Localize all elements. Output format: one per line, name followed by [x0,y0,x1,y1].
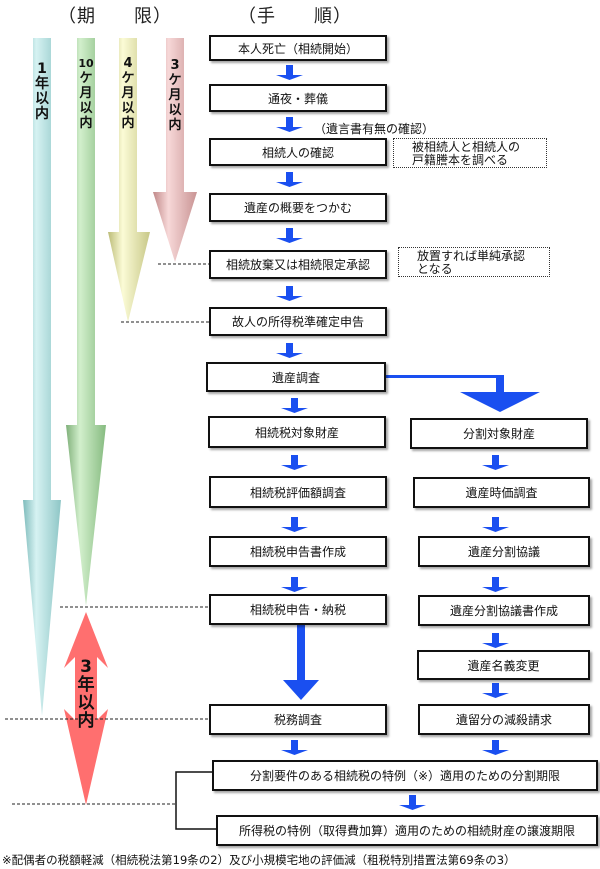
flow-arrow [276,65,303,80]
flow-arrow [281,517,308,532]
flow-arrow [482,455,509,470]
label-char: 月 [79,86,93,101]
label-char: 内 [168,118,182,133]
step-tax-audit: 税務調査 [209,704,387,735]
bottom-bracket [175,771,216,830]
flow-arrow [281,455,308,470]
step-taxable-property: 相続税対象財産 [208,416,386,448]
deadline-label-1year: 1 年 以 内 [32,62,52,122]
deadline-label-10months: 10 ケ 月 以 内 [76,56,96,131]
period-header: （期 限） [58,6,172,27]
label-char: 3 [80,657,92,677]
deadline-label-3years: 3 年 以 内 [76,658,96,730]
step-wake-funeral: 通夜・葬儀 [209,84,387,112]
flow-arrow [276,117,303,132]
label-char: 以 [121,101,135,116]
footnote: ※配偶者の税額軽減（相続税法第19条の2）及び小規模宅地の評価減（租税特別措置法… [2,853,516,867]
label-char: ケ [168,73,182,88]
step-estate-survey: 遺産調査 [206,362,386,392]
flow-arrow [276,286,303,301]
label-char: 年 [77,675,95,695]
flow-arrow [482,633,509,648]
step-filing-payment: 相続税申告・納税 [209,594,387,625]
note-line: 放置すれば単純承認 [417,249,526,263]
label-char: 3 [170,58,180,73]
label-char: 内 [79,116,93,131]
deadline-arrow-4months [108,38,150,322]
flow-arrow [482,577,509,592]
step-division-negotiation: 遺産分割協議 [418,536,590,567]
deadline-label-3months: 3 ケ 月 以 内 [165,58,185,133]
label-char: 内 [121,116,135,131]
step-death: 本人死亡（相続開始） [209,35,387,61]
note-line: 被相続人と相続人の [412,140,521,154]
flow-arrow [482,683,509,698]
flow-arrow [276,228,303,243]
step-estate-overview: 遺産の概要をつかむ [209,193,387,222]
flow-arrow [482,517,509,532]
note-line: となる [417,262,453,276]
label-char: ケ [79,71,93,86]
flow-arrow [482,740,509,755]
label-char: 4 [123,56,133,71]
label-char: 内 [77,711,95,731]
step-income-tax-return: 故人の所得税準確定申告 [209,307,387,336]
deadline-arrow-3months [153,38,197,262]
flow-arrow [281,398,308,413]
label-char: 以 [77,693,95,713]
step-market-value-survey: 遺産時価調査 [413,477,590,508]
step-return-preparation: 相続税申告書作成 [209,536,387,567]
flow-arrow [281,577,308,592]
flow-arrow [281,740,308,755]
deadline-arrow-10months [66,38,106,606]
note-line: 戸籍謄本を調べる [412,153,509,167]
step-division-agreement: 遺産分割協議書作成 [418,595,590,626]
label-char: 月 [121,86,135,101]
flow-arrow [276,172,303,187]
label-char: ケ [121,71,135,86]
heir-check-note: 被相続人と相続人の 戸籍謄本を調べる [393,138,547,168]
flow-arrows [276,65,540,810]
step-reserved-portion-claim: 遺留分の減殺請求 [418,704,590,735]
procedure-header: （手 順） [238,6,352,27]
will-check-note: （遺言書有無の確認） [314,122,435,136]
deadline-label-4months: 4 ケ 月 以 内 [118,56,138,131]
big-down-arrow [283,625,319,700]
step-division-deadline: 分割要件のある相続税の特例（※）適用のための分割期限 [212,760,598,791]
label-char: 内 [35,106,49,122]
label-char: 以 [79,101,93,116]
label-char: 10 [78,57,94,70]
label-char: 1 [37,61,47,77]
flow-arrow [399,795,426,810]
step-heir-check: 相続人の確認 [209,138,387,166]
step-division-property: 分割対象財産 [410,418,588,449]
step-renounce: 相続放棄又は相続限定承認 [209,250,387,279]
step-valuation-survey: 相続税評価額調査 [209,476,387,508]
deadline-arrow-3years [64,612,108,805]
label-char: 年 [35,76,49,92]
label-char: 月 [168,88,182,103]
label-char: 以 [35,91,49,107]
deadline-arrow-1year [23,38,61,716]
step-transfer-deadline: 所得税の特例（取得費加算）適用のための相続財産の譲渡期限 [216,815,598,846]
step-title-transfer: 遺産名義変更 [417,650,590,680]
flow-arrow [276,343,303,358]
renounce-note: 放置すれば単純承認 となる [398,247,550,277]
label-char: 以 [168,103,182,118]
branch-arrow [386,375,540,412]
